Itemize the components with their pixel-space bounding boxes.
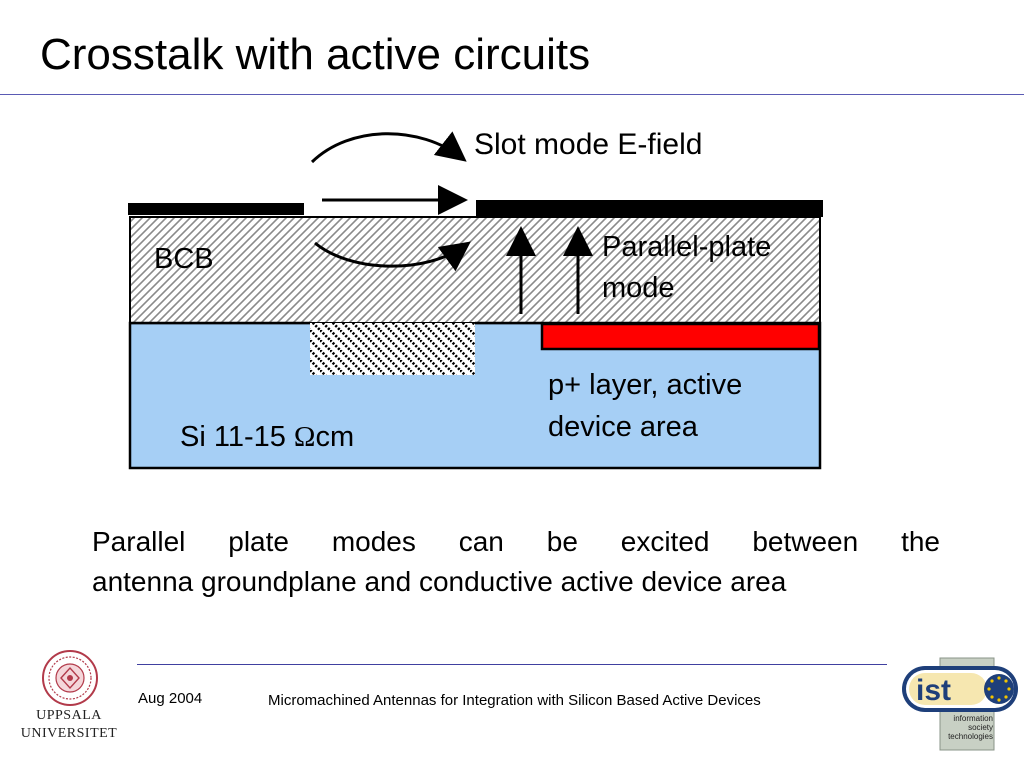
- university-name-line1: UPPSALA: [36, 708, 102, 723]
- p-layer-label-line1: p+ layer, active: [548, 369, 742, 401]
- body-line-1: Parallel plate modes can be excited betw…: [92, 526, 940, 557]
- slot-mode-label: Slot mode E-field: [474, 128, 702, 161]
- silicon-label-prefix: Si 11-15: [180, 421, 294, 453]
- groundplane-right: [476, 200, 823, 217]
- university-name-line2: UNIVERSITET: [20, 726, 118, 741]
- bcb-label: BCB: [154, 243, 214, 275]
- p-layer-label-line2: device area: [548, 411, 699, 443]
- silicon-label-unit: cm: [315, 421, 354, 453]
- ist-logo-text: ist: [916, 674, 951, 707]
- title-divider: [0, 94, 1024, 95]
- footer-divider: [137, 664, 887, 665]
- parallel-plate-label-line2: mode: [602, 272, 675, 304]
- slot-field-arc-bottom: [314, 241, 471, 272]
- ist-logo-icon: ist: [902, 657, 1018, 751]
- trench-cavity: [310, 323, 475, 375]
- ist-tagline-line3: technologies: [948, 732, 993, 741]
- footer-presentation-title: Micromachined Antennas for Integration w…: [268, 692, 761, 709]
- ist-tagline-line2: society: [968, 723, 993, 732]
- p-plus-layer: [540, 322, 821, 351]
- slot-field-arc-top: [310, 131, 467, 164]
- silicon-label: Si 11-15 Ωcm: [180, 421, 354, 453]
- bcb-layer: [129, 216, 821, 324]
- footer-date: Aug 2004: [138, 690, 203, 707]
- slide-title: Crosstalk with active circuits: [40, 30, 591, 79]
- ist-tagline: information society technologies: [941, 714, 993, 741]
- parallel-plate-label-line1: Parallel-plate: [602, 231, 771, 263]
- uppsala-seal-icon: [42, 650, 98, 706]
- groundplane-left: [128, 203, 304, 215]
- ohm-symbol: Ω: [294, 421, 316, 453]
- body-paragraph: Parallel plate modes can be excited betw…: [92, 522, 940, 602]
- ist-tagline-line1: information: [953, 714, 993, 723]
- body-line-2: antenna groundplane and conductive activ…: [92, 566, 787, 597]
